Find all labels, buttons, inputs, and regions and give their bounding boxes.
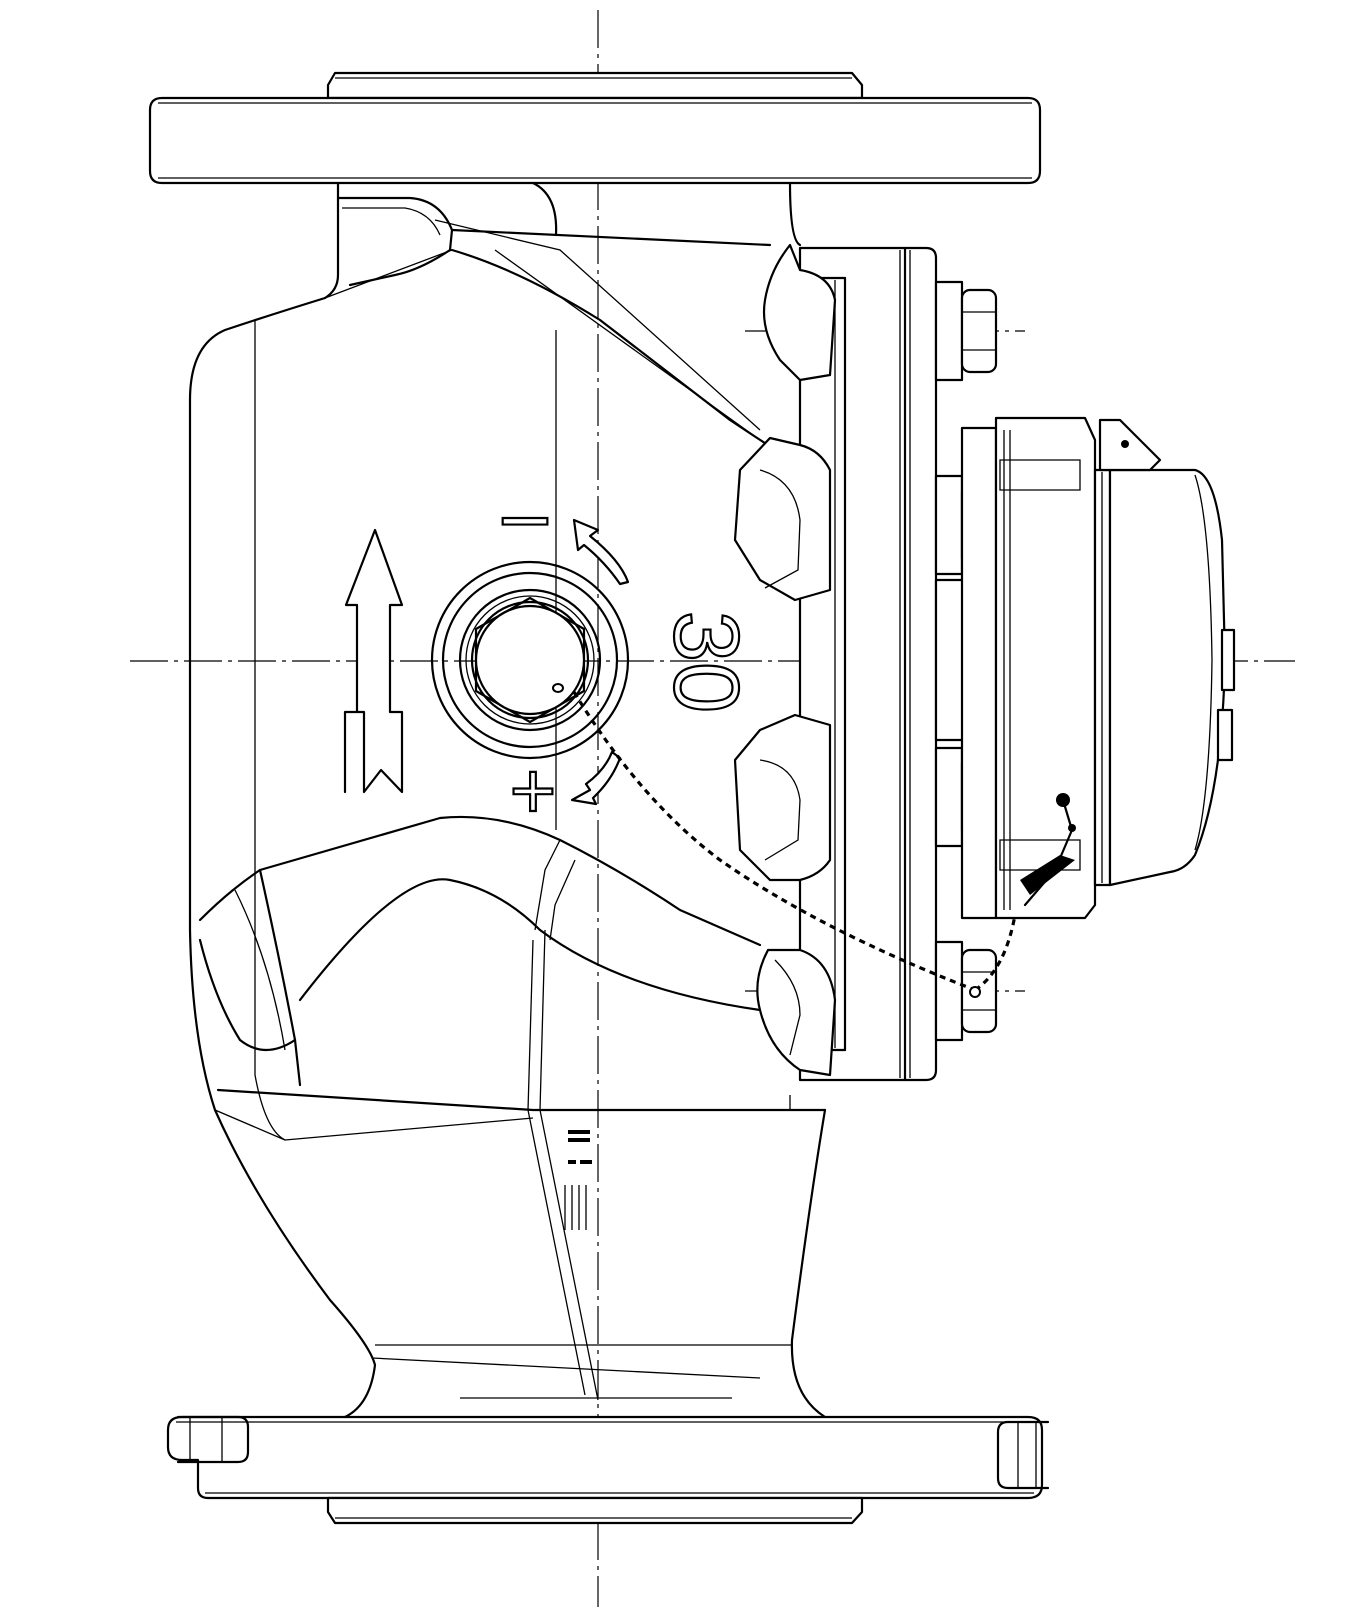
hub-outer-ring bbox=[430, 560, 630, 760]
actuator-housing bbox=[960, 416, 1236, 920]
cover-plate-outer bbox=[798, 246, 938, 1082]
minus-label: − bbox=[498, 470, 552, 572]
hex-adjuster bbox=[474, 596, 586, 724]
increase-arrow bbox=[570, 750, 622, 806]
top-neck-right bbox=[788, 181, 802, 247]
bottom-flange bbox=[166, 1397, 1050, 1525]
cap-indicator-window bbox=[1220, 628, 1236, 692]
top-flange-plate bbox=[148, 96, 1042, 185]
bolt-1 bbox=[934, 280, 998, 382]
body-right-taper bbox=[790, 1108, 827, 1419]
adjustment-markings: − + 30 bbox=[497, 469, 758, 836]
plus-label: + bbox=[510, 746, 557, 835]
scale-ticks bbox=[564, 1130, 592, 1230]
actuator-cap bbox=[1108, 468, 1227, 887]
decrease-arrow bbox=[572, 518, 630, 586]
flow-direction-arrow bbox=[343, 528, 404, 794]
setting-value-label: 30 bbox=[655, 611, 757, 713]
bolt-4 bbox=[934, 940, 998, 1042]
bottom-flange-plate bbox=[166, 1415, 1044, 1500]
actuator-adapter bbox=[960, 426, 998, 920]
cover-plate bbox=[733, 243, 938, 1082]
body-left-contour bbox=[188, 296, 377, 1419]
bottom-flange-raised-face bbox=[326, 1496, 864, 1525]
valve-body bbox=[188, 181, 827, 1419]
actuator-body bbox=[994, 416, 1097, 920]
flange-nut-left bbox=[176, 1415, 250, 1464]
flange-nut-right bbox=[996, 1420, 1050, 1490]
cable-end-point bbox=[969, 986, 981, 998]
top-flange bbox=[148, 71, 1042, 185]
set-point-marker bbox=[552, 683, 564, 693]
cable-dashed-path bbox=[572, 691, 976, 992]
top-flange-raised-face bbox=[326, 71, 864, 100]
hub-ring bbox=[441, 571, 619, 749]
adjustment-hub bbox=[430, 560, 630, 760]
cable-dashed-path-2 bbox=[974, 914, 1017, 992]
top-neck-left bbox=[323, 181, 340, 300]
